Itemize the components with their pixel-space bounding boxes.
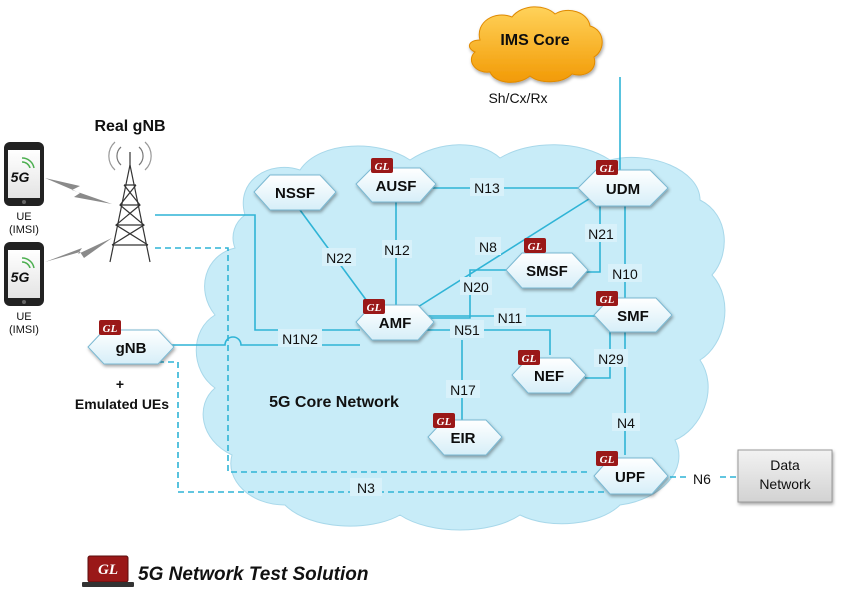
radio-link-icon bbox=[45, 178, 112, 262]
upf-label: UPF bbox=[615, 469, 645, 486]
svg-text:GL: GL bbox=[437, 416, 452, 428]
svg-text:GL: GL bbox=[600, 294, 615, 306]
gnb-label: gNB bbox=[116, 340, 147, 357]
n10-label: N10 bbox=[612, 266, 638, 282]
ue-1-label: UE bbox=[16, 211, 31, 223]
n8-label: N8 bbox=[479, 239, 497, 255]
svg-text:GL: GL bbox=[367, 302, 382, 314]
smf-node[interactable]: SMF bbox=[593, 297, 673, 333]
svg-text:GL: GL bbox=[528, 241, 543, 253]
udm-node[interactable]: UDM bbox=[577, 169, 669, 207]
smsf-node[interactable]: SMSF bbox=[505, 252, 589, 289]
n4-label: N4 bbox=[617, 415, 635, 431]
ausf-gl-badge: GL bbox=[371, 158, 393, 173]
eir-node[interactable]: EIR bbox=[427, 419, 503, 456]
n12-label: N12 bbox=[384, 242, 410, 258]
ue-2-label: UE bbox=[16, 311, 31, 323]
amf-label: AMF bbox=[379, 315, 412, 332]
laptop-gl-logo: GL bbox=[98, 562, 118, 578]
smf-gl-badge: GL bbox=[596, 291, 618, 306]
ue-phone-1[interactable]: 5G bbox=[4, 142, 44, 206]
svg-text:GL: GL bbox=[600, 163, 615, 175]
ausf-node[interactable]: AUSF bbox=[355, 167, 437, 203]
gnb-gl-badge: GL bbox=[99, 320, 121, 335]
eir-label: EIR bbox=[450, 430, 475, 447]
n22-label: N22 bbox=[326, 250, 352, 266]
n20-label: N20 bbox=[463, 279, 489, 295]
ims-core-label: IMS Core bbox=[500, 32, 569, 49]
upf-gl-badge: GL bbox=[596, 451, 618, 466]
ue-1-5g-badge: 5G bbox=[11, 169, 30, 185]
n11-label: N11 bbox=[498, 310, 523, 326]
n21-label: N21 bbox=[588, 226, 614, 242]
n51-label: N51 bbox=[454, 322, 480, 338]
smsf-label: SMSF bbox=[526, 263, 568, 280]
ue-1-imsi: (IMSI) bbox=[9, 224, 39, 236]
n1n2-label: N1N2 bbox=[282, 331, 318, 347]
emulated-ues-label: Emulated UEs bbox=[75, 396, 169, 412]
cell-tower-icon bbox=[108, 141, 152, 263]
nef-node[interactable]: NEF bbox=[511, 357, 587, 394]
n6-label: N6 bbox=[693, 471, 711, 487]
n13-label: N13 bbox=[474, 180, 500, 196]
ue-phone-2[interactable]: 5G bbox=[4, 242, 44, 306]
interface-labels: Sh/Cx/Rx N13 N12 N22 N8 N21 N20 N10 N11 … bbox=[278, 88, 716, 496]
footer-title: 5G Network Test Solution bbox=[138, 564, 369, 585]
upf-node[interactable]: UPF bbox=[593, 457, 669, 495]
n8-link bbox=[409, 191, 601, 313]
nef-gl-badge: GL bbox=[518, 350, 540, 365]
gnb-node[interactable]: gNB bbox=[87, 329, 175, 365]
smf-label: SMF bbox=[617, 308, 649, 325]
ue-2-imsi: (IMSI) bbox=[9, 324, 39, 336]
gnb-plus-label: + bbox=[116, 376, 124, 392]
nssf-node[interactable]: NSSF bbox=[253, 174, 337, 211]
data-network-box[interactable]: Data Network bbox=[737, 449, 833, 503]
udm-gl-badge: GL bbox=[596, 160, 618, 175]
svg-text:GL: GL bbox=[375, 161, 390, 173]
ims-interface-label: Sh/Cx/Rx bbox=[488, 90, 547, 106]
core-network-label: 5G Core Network bbox=[269, 394, 399, 411]
nef-label: NEF bbox=[534, 368, 564, 385]
svg-text:GL: GL bbox=[103, 323, 118, 335]
eir-gl-badge: GL bbox=[433, 413, 455, 428]
real-gnb-label: Real gNB bbox=[94, 118, 165, 135]
ausf-label: AUSF bbox=[376, 178, 417, 195]
real-gnb-n3-link bbox=[155, 247, 590, 473]
n3-label: N3 bbox=[357, 480, 375, 496]
smsf-gl-badge: GL bbox=[524, 238, 546, 253]
n29-label: N29 bbox=[598, 351, 624, 367]
data-network-line2: Network bbox=[759, 476, 811, 492]
udm-label: UDM bbox=[606, 181, 640, 198]
data-network-line1: Data bbox=[770, 457, 800, 473]
amf-gl-badge: GL bbox=[363, 299, 385, 314]
ue-2-5g-badge: 5G bbox=[11, 269, 30, 285]
emulated-gnb-n1n2-link bbox=[170, 336, 360, 346]
laptop-icon: GL bbox=[82, 555, 134, 587]
ims-core-cloud: IMS Core bbox=[468, 6, 603, 83]
svg-text:GL: GL bbox=[522, 353, 537, 365]
n17-label: N17 bbox=[450, 382, 476, 398]
n29-link bbox=[585, 330, 611, 379]
svg-text:GL: GL bbox=[600, 454, 615, 466]
nssf-label: NSSF bbox=[275, 185, 315, 202]
